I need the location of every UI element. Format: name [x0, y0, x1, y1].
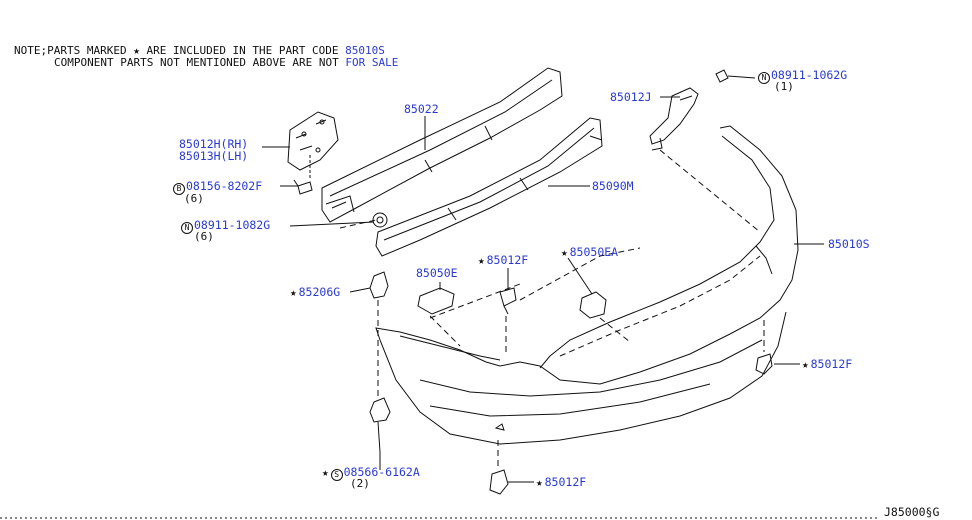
star-icon: ★	[322, 466, 329, 479]
label-85013h[interactable]: 85013H(LH)	[179, 149, 249, 163]
label-85090m[interactable]: 85090M	[592, 179, 634, 193]
diagram-reference-code: J85000§G	[884, 505, 940, 519]
label-85012f-bottom-code: 85012F	[544, 475, 587, 489]
bolt-08156	[293, 179, 313, 195]
qty-08911-1062g: (1)	[774, 80, 794, 93]
label-85012f-right[interactable]: ★85012F	[802, 358, 852, 371]
label-85206g-code: 85206G	[298, 285, 341, 299]
label-85050ea[interactable]: ★85050EA	[561, 246, 618, 259]
label-08156-code: 08156-8202F	[186, 179, 263, 193]
retainer-85050e	[417, 287, 461, 347]
note-text-2b: FOR SALE	[345, 56, 399, 69]
label-85050e[interactable]: 85050E	[416, 266, 458, 280]
note-text-1: NOTE;PARTS MARKED	[14, 44, 134, 57]
label-85012f-right-code: 85012F	[810, 357, 853, 371]
label-08911-1082g-code: 08911-1082G	[194, 218, 271, 232]
circle-n-icon: N	[181, 222, 193, 234]
label-08911-1062g-code: 08911-1062G	[771, 68, 848, 82]
star-icon: ★	[290, 286, 297, 299]
retainer-85050ea	[579, 291, 631, 343]
note-line-2: COMPONENT PARTS NOT MENTIONED ABOVE ARE …	[54, 57, 398, 69]
clip-85012f-top	[499, 287, 517, 356]
clip-85012f-right	[755, 320, 773, 375]
clip-85012f-bottom	[489, 440, 509, 495]
star-icon: ★	[561, 246, 568, 259]
label-85012j[interactable]: 85012J	[610, 90, 652, 104]
label-85022[interactable]: 85022	[404, 102, 439, 116]
label-85012f-top[interactable]: ★85012F	[478, 254, 528, 267]
bracket-85012j	[649, 69, 761, 233]
leader-lines	[262, 75, 824, 483]
bracket-85012h	[287, 111, 339, 180]
qty-08566: (2)	[350, 477, 370, 490]
star-icon: ★	[802, 358, 809, 371]
star-icon: ★	[478, 254, 485, 267]
circle-s-icon: S	[330, 469, 343, 481]
note-part-code: 85010S	[345, 44, 385, 57]
absorber-85090m	[375, 117, 603, 257]
label-85010s[interactable]: 85010S	[828, 237, 870, 251]
label-85050ea-code: 85050EA	[569, 245, 619, 259]
circle-n-icon: N	[758, 72, 770, 84]
clip-85206g	[369, 271, 389, 398]
label-85206g[interactable]: ★85206G	[290, 286, 340, 299]
note-line-1: NOTE;PARTS MARKED ★ ARE INCLUDED IN THE …	[14, 45, 385, 57]
guide-lines	[339, 219, 641, 319]
circle-b-icon: B	[173, 183, 185, 195]
qty-08911-1082g: (6)	[194, 230, 214, 243]
label-85012f-bottom[interactable]: ★85012F	[536, 476, 586, 489]
note-star: ★	[133, 44, 140, 57]
qty-08156: (6)	[184, 192, 204, 205]
star-icon: ★	[536, 476, 543, 489]
label-08566-code: 08566-6162A	[343, 465, 420, 479]
label-85012h[interactable]: 85012H(RH)	[179, 137, 249, 151]
label-85012f-top-code: 85012F	[486, 253, 529, 267]
note-text-2: COMPONENT PARTS NOT MENTIONED ABOVE ARE …	[54, 56, 346, 69]
screw-08566	[369, 397, 391, 453]
nut-08911-1082g	[372, 212, 388, 228]
reinforcement-85022	[321, 67, 563, 223]
bumper-fascia-85010s	[375, 125, 799, 445]
note-text-1b: ARE INCLUDED IN THE PART CODE	[139, 44, 346, 57]
